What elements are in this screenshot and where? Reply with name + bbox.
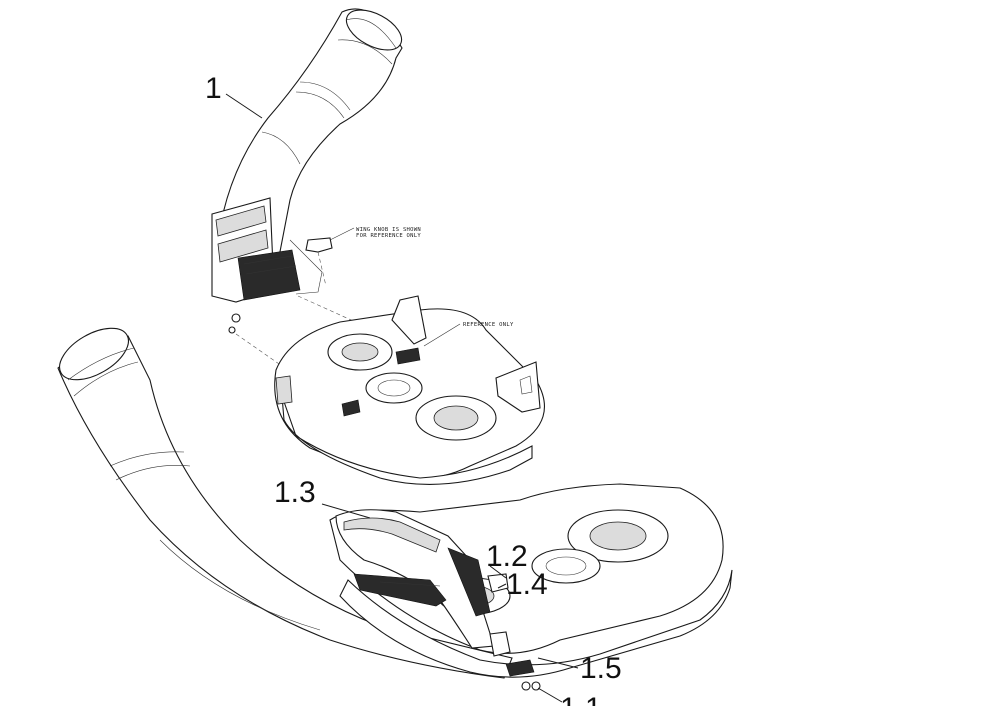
callout-1.1-leader-line [537, 687, 563, 703]
callout-1: 1 [205, 72, 222, 105]
callout-1.5: 1.5 [580, 652, 622, 685]
wing-knob [305, 237, 333, 287]
upper-discharge-chute [211, 8, 403, 334]
lower-deflector-chute [335, 509, 541, 691]
callout-1.3-leader-line [321, 503, 371, 519]
wing-knob-note-line1: WING KNOB IS SHOWN [356, 227, 421, 233]
assembly-line [297, 295, 361, 325]
wing-knob-leader-line [329, 227, 355, 241]
callout-1.5-leader-line [537, 657, 579, 669]
wing-knob-note-line2: FOR REFERENCE ONLY [356, 233, 421, 239]
reference-only-leader-line [423, 323, 461, 347]
callout-1.2-leader-line [489, 565, 507, 579]
callout-1.2: 1.2 [486, 540, 528, 573]
reference-only-note: REFERENCE ONLY [463, 322, 514, 328]
callout-1.4-leader-line [497, 583, 507, 589]
callout-1.4: 1.4 [506, 568, 548, 601]
assembly-line [235, 333, 283, 367]
callout-1.3: 1.3 [274, 476, 316, 509]
callout-1.1: 1.1 [560, 692, 602, 706]
callout-1-leader-line [225, 93, 263, 119]
upper-mower-deck [274, 295, 545, 485]
